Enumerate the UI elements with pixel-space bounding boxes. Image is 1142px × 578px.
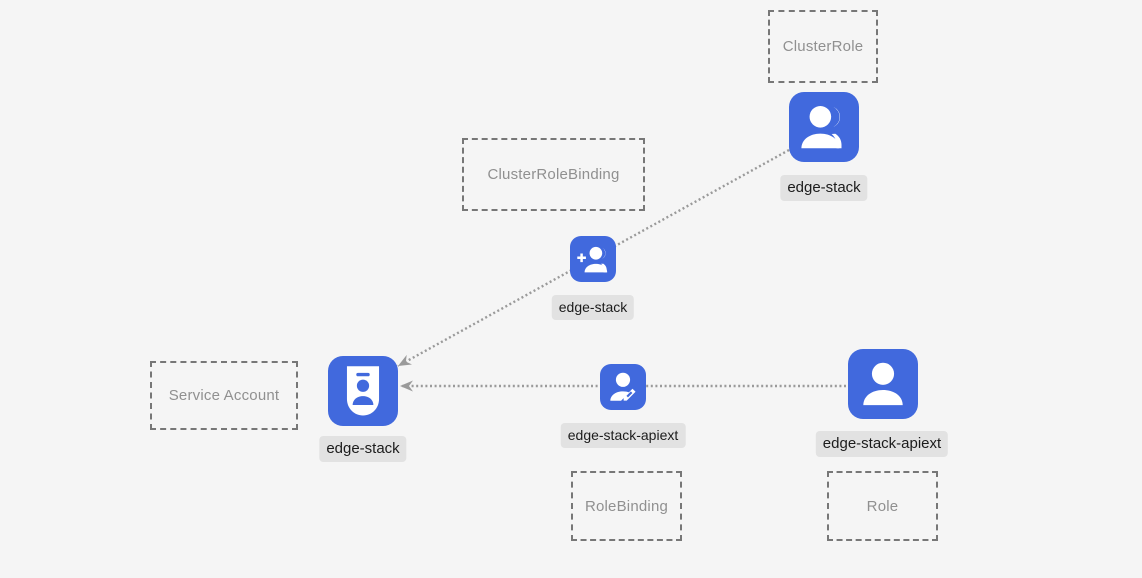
node-label: edge-stack-apiext [560,423,686,448]
icon-tile [570,236,616,282]
type-box-label: RoleBinding [584,497,669,515]
type-box-label: ClusterRoleBinding [487,166,620,183]
icon-tile [789,92,859,162]
service-account-badge-icon [346,366,380,416]
node-label: edge-stack [319,436,407,462]
node-label: edge-stack-apiext [815,431,949,457]
icon-tile [600,364,646,410]
people-group-icon [801,106,842,149]
person-add-icon [577,246,608,273]
type-box-cluster-role-binding[interactable]: ClusterRoleBinding [462,138,645,211]
node-label: edge-stack [551,295,635,320]
node-label: edge-stack [780,175,868,201]
type-box-label: ClusterRole [782,38,864,55]
type-box-label: Service Account [168,387,280,404]
person-icon [863,362,903,406]
type-box-cluster-role[interactable]: ClusterRole [768,10,878,83]
type-box-service-account[interactable]: Service Account [150,361,298,430]
type-box-role[interactable]: Role [827,471,938,541]
person-edit-icon [610,372,636,401]
type-box-label: Role [866,497,899,515]
icon-tile [328,356,398,426]
type-box-role-binding[interactable]: RoleBinding [571,471,682,541]
icon-tile [848,349,918,419]
